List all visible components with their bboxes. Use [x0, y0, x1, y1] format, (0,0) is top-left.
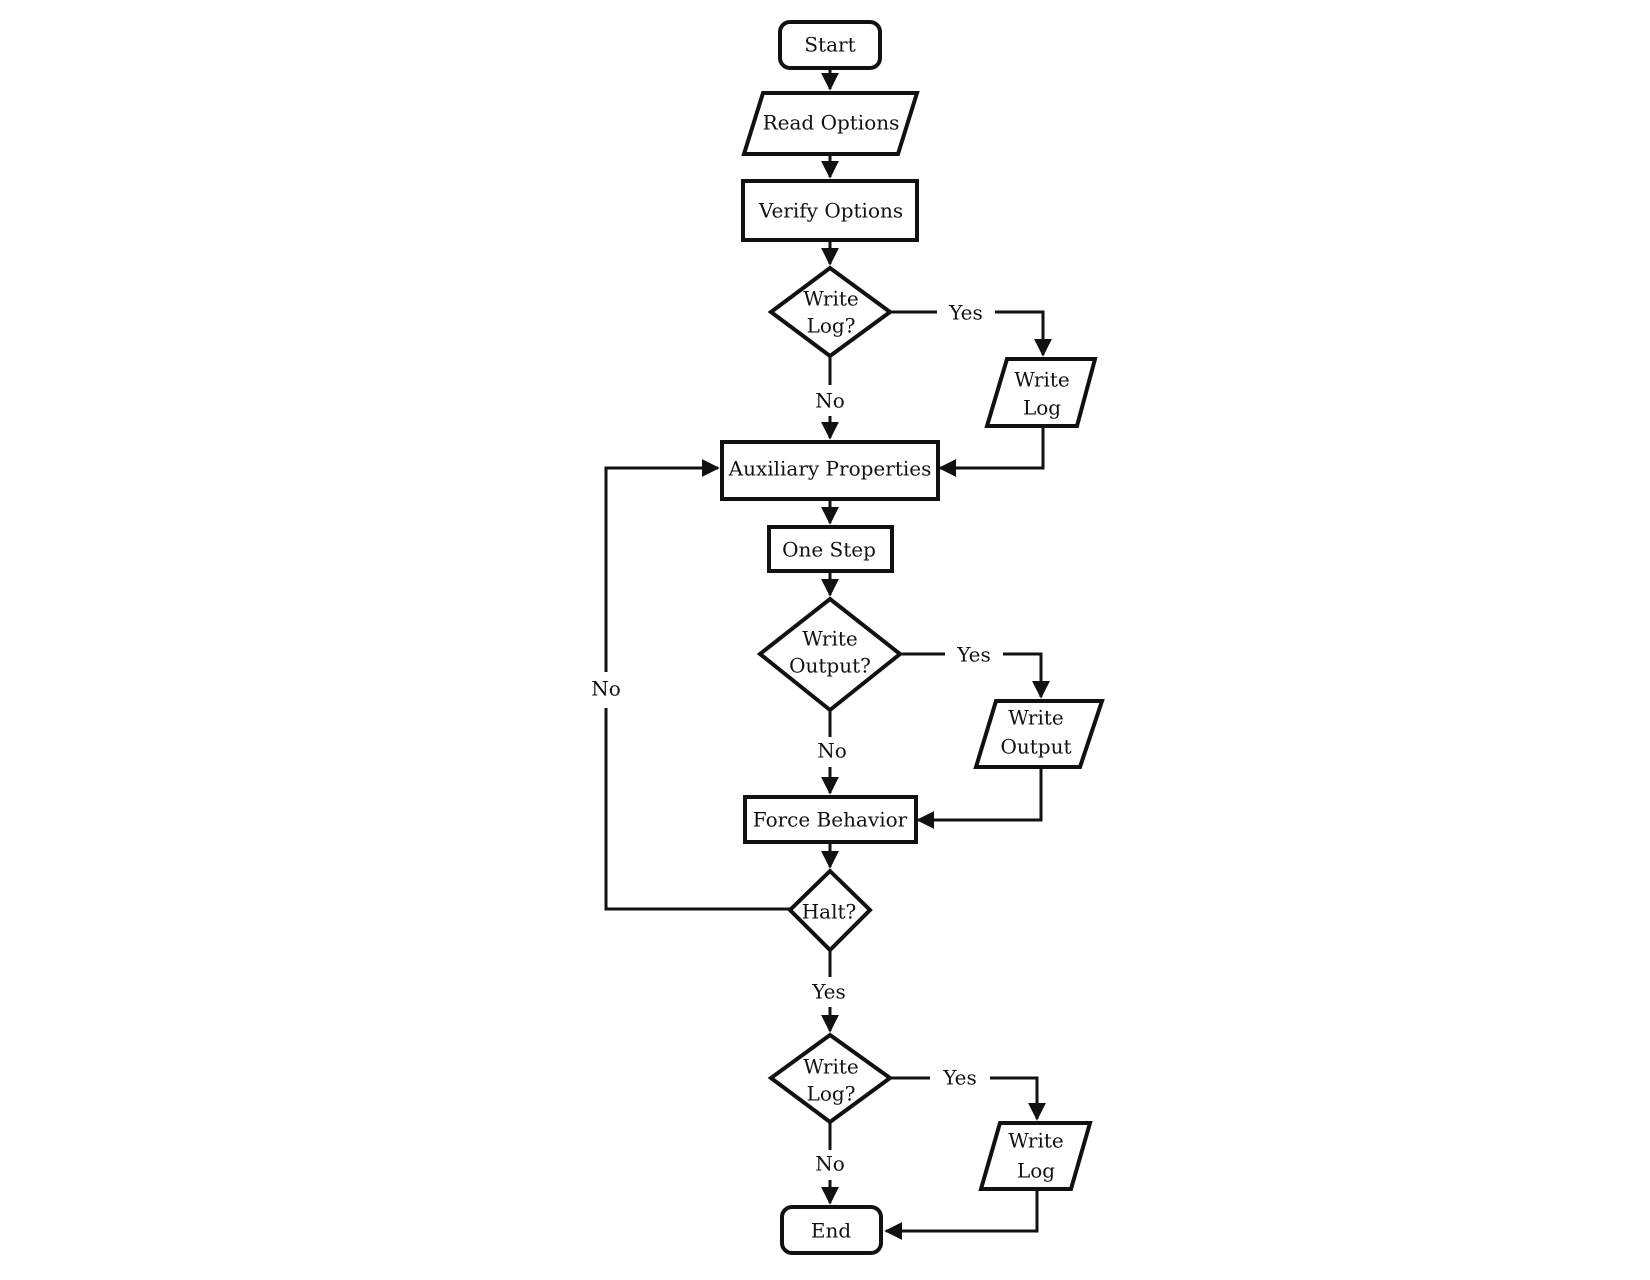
edge-writelog1-to-aux [938, 425, 1045, 477]
start-terminal: Start [778, 20, 882, 70]
write-log-decision-1: Write Log? [767, 265, 894, 359]
write-output-decision-line1: Write [802, 627, 858, 651]
write-output-decision-line2: Output? [789, 654, 871, 678]
write-log-io-1: Write Log [984, 357, 1098, 428]
edge-halt-no-b [604, 459, 720, 672]
edge-log1-yes-b [995, 310, 1052, 357]
halt-decision-label: Halt? [802, 900, 857, 924]
read-options-label: Read Options [763, 111, 900, 135]
log1-no-label: No [815, 389, 845, 413]
log2-yes-label: Yes [942, 1066, 977, 1090]
end-terminal: End [780, 1205, 883, 1255]
edge-writelog2-to-end [884, 1189, 1039, 1240]
write-output-io-line1: Write [1008, 706, 1064, 730]
output-no-label: No [817, 739, 847, 763]
write-output-decision: Write Output? [756, 596, 904, 713]
one-step-process: One Step [767, 525, 894, 573]
halt-no-label: No [591, 677, 621, 701]
force-behavior-label: Force Behavior [753, 808, 908, 832]
write-log-io-2-line1: Write [1008, 1129, 1064, 1153]
log2-no-label: No [815, 1152, 845, 1176]
one-step-label: One Step [782, 538, 876, 562]
write-log-decision-2-line2: Log? [807, 1082, 856, 1106]
write-log-decision-1-line1: Write [803, 287, 859, 311]
start-label: Start [804, 33, 855, 57]
edge-halt-no-a [604, 708, 790, 911]
edge-log2-yes-b [990, 1076, 1046, 1121]
edge-labels: Yes No Yes No No Yes Yes No [591, 301, 991, 1176]
write-output-io-line2: Output [1000, 735, 1071, 759]
output-yes-label: Yes [956, 643, 991, 667]
write-output-io: Write Output [973, 699, 1105, 769]
read-options-io: Read Options [741, 91, 920, 156]
end-label: End [811, 1219, 851, 1243]
verify-options-label: Verify Options [758, 199, 903, 223]
write-log-decision-1-line2: Log? [807, 314, 856, 338]
write-log-io-1-line1: Write [1014, 368, 1070, 392]
verify-options-process: Verify Options [741, 179, 919, 242]
write-log-io-2: Write Log [978, 1121, 1093, 1191]
force-behavior-process: Force Behavior [743, 795, 918, 844]
log1-yes-label: Yes [948, 301, 983, 325]
edge-writeoutput-to-force [916, 767, 1043, 829]
write-log-io-2-line2: Log [1017, 1159, 1055, 1183]
halt-decision: Halt? [787, 868, 873, 953]
auxiliary-properties-label: Auxiliary Properties [728, 457, 932, 481]
edge-output-yes-b [1003, 652, 1050, 699]
connectors [604, 68, 1052, 1240]
halt-yes-label: Yes [811, 980, 846, 1004]
auxiliary-properties-process: Auxiliary Properties [720, 440, 940, 501]
write-log-decision-2-line1: Write [803, 1055, 859, 1079]
write-log-io-1-line2: Log [1023, 396, 1061, 420]
write-log-decision-2: Write Log? [767, 1032, 894, 1125]
